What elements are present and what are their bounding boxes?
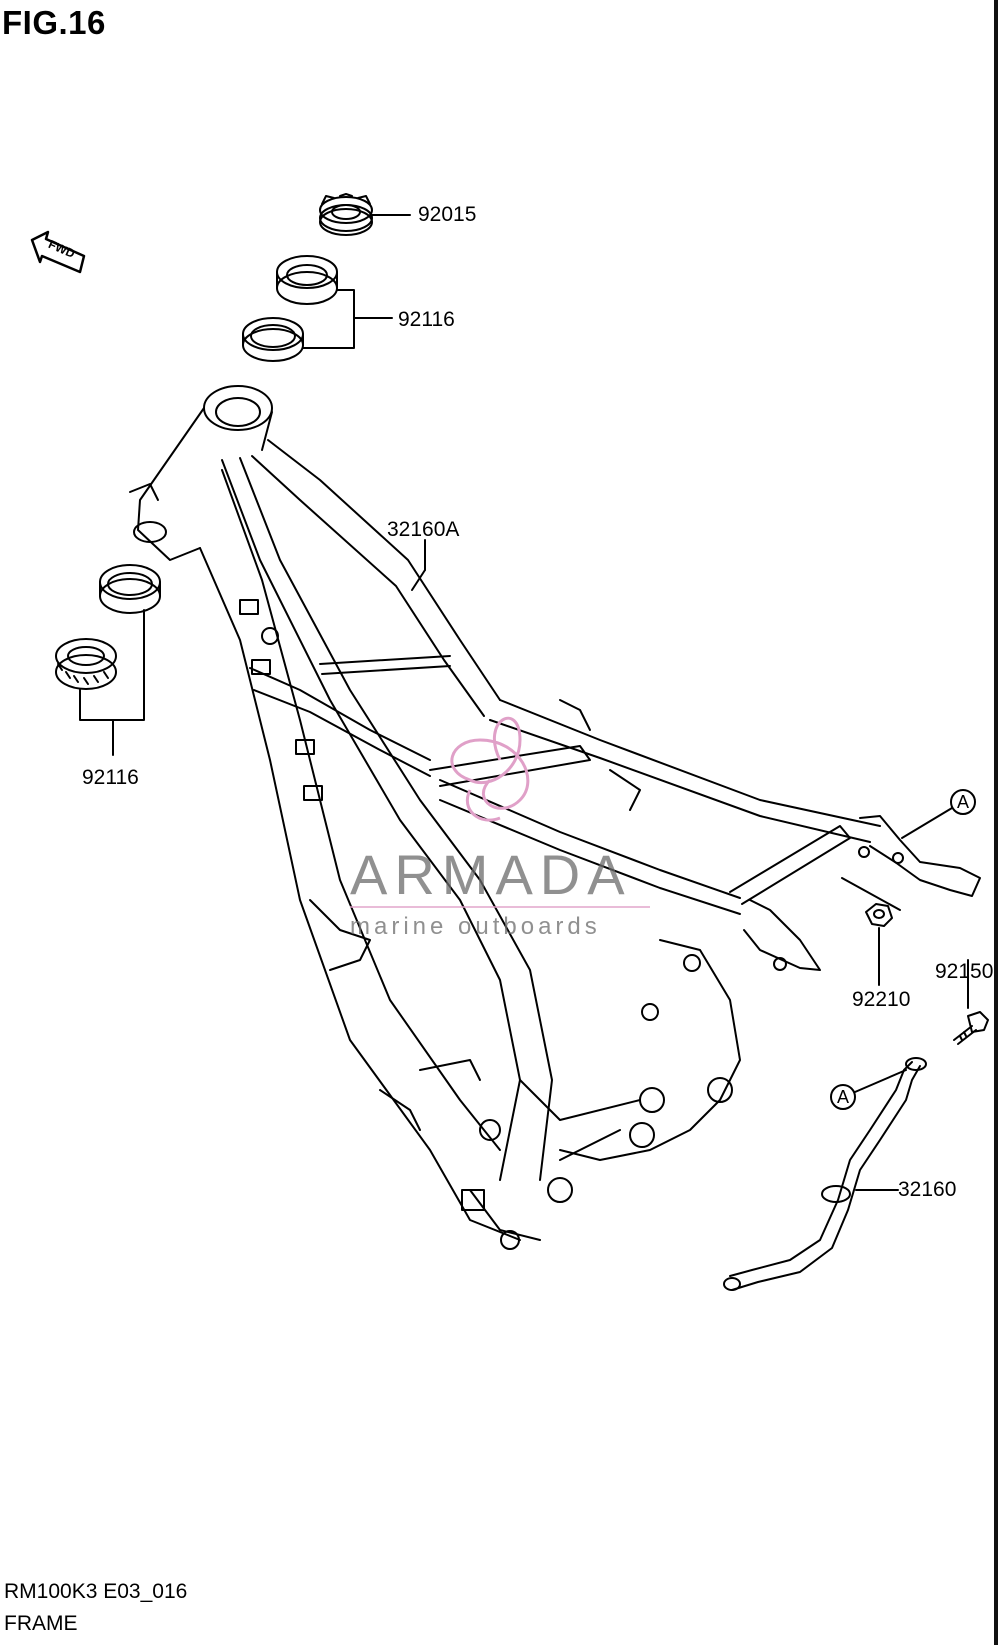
diagram-title: FRAME xyxy=(4,1612,78,1635)
callout-circle-rail xyxy=(830,1084,856,1110)
label-race-top: 92116 xyxy=(398,308,455,331)
label-main-frame: 32160A xyxy=(387,518,460,541)
label-bolt: 92150 xyxy=(935,960,994,983)
seat-rail xyxy=(723,1057,927,1291)
fwd-arrow-icon xyxy=(30,230,86,274)
label-nut-rear: 92210 xyxy=(852,988,911,1011)
watermark-brand: ARMADA xyxy=(350,843,632,906)
label-seat-rail: 32160 xyxy=(898,1178,957,1201)
watermark-logo-icon xyxy=(450,716,530,822)
main-frame xyxy=(129,385,981,1250)
diagram-code: RM100K3 E03_016 xyxy=(4,1580,188,1603)
callout-letter-frame: A xyxy=(957,792,970,812)
label-nut-top: 92015 xyxy=(418,203,477,226)
lower-bearing-races xyxy=(55,564,161,756)
watermark-tagline: marine outboards xyxy=(350,913,601,940)
upper-bearing-races xyxy=(242,255,393,362)
steering-stem-nut xyxy=(319,193,411,236)
callout-circle-frame xyxy=(950,789,976,815)
label-race-bottom: 92116 xyxy=(82,766,139,789)
rear-nut xyxy=(841,877,901,986)
callout-letter-rail: A xyxy=(837,1087,850,1107)
rear-bolt xyxy=(953,959,989,1045)
figure-title: FIG.16 xyxy=(2,4,106,41)
page-border xyxy=(994,0,998,1645)
